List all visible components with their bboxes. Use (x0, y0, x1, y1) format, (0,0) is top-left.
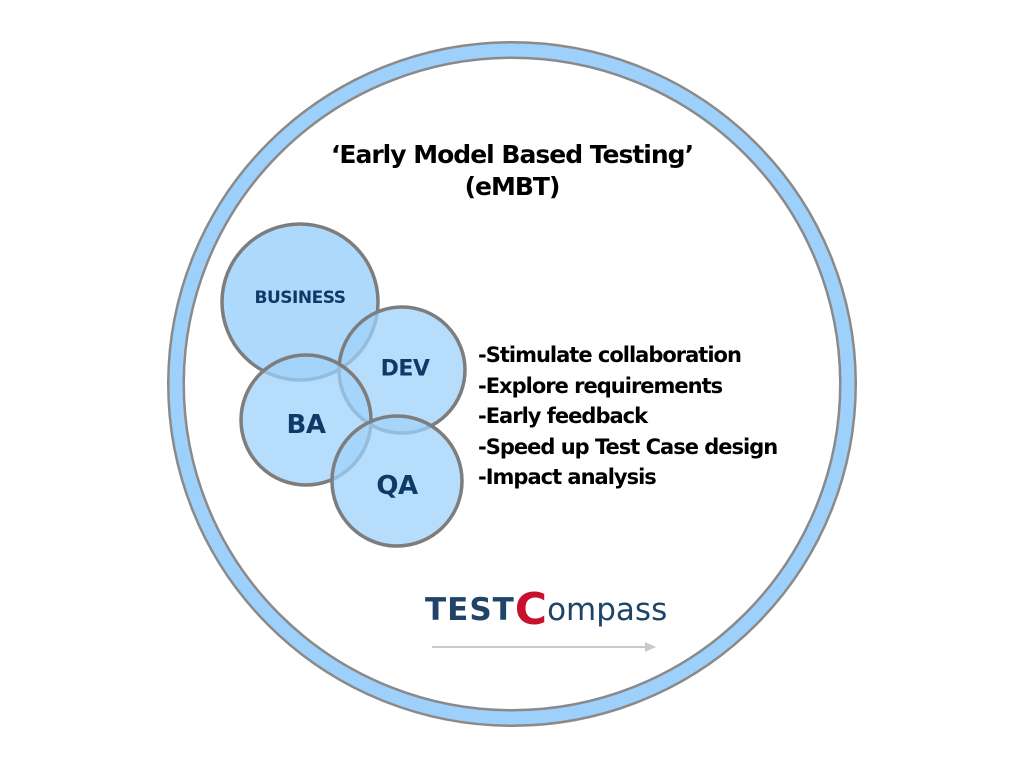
list-item: -Speed up Test Case design (478, 434, 778, 459)
label-business: BUSINESS (254, 288, 346, 308)
logo-c: C (514, 584, 548, 635)
title-line1: ‘Early Model Based Testing’ (330, 140, 694, 169)
logo-ompass: ompass (547, 592, 668, 628)
label-ba: BA (286, 410, 326, 440)
list-item: -Early feedback (478, 404, 648, 428)
outer-ring-fill (169, 43, 855, 725)
list-item: -Stimulate collaboration (478, 343, 742, 367)
list-item: -Explore requirements (478, 373, 723, 398)
label-dev: DEV (380, 356, 430, 382)
list-item: -Impact analysis (478, 465, 657, 489)
circle-qa (330, 414, 464, 548)
venn-circles (220, 222, 467, 548)
testcompass-logo: TESTCompass (425, 588, 668, 632)
logo-arrow-head (645, 642, 656, 652)
title-line2: (eMBT) (464, 172, 561, 201)
logo-test: TEST (425, 592, 515, 628)
benefits-list: -Stimulate collaboration -Explore requir… (478, 340, 778, 493)
label-qa: QA (376, 471, 418, 501)
